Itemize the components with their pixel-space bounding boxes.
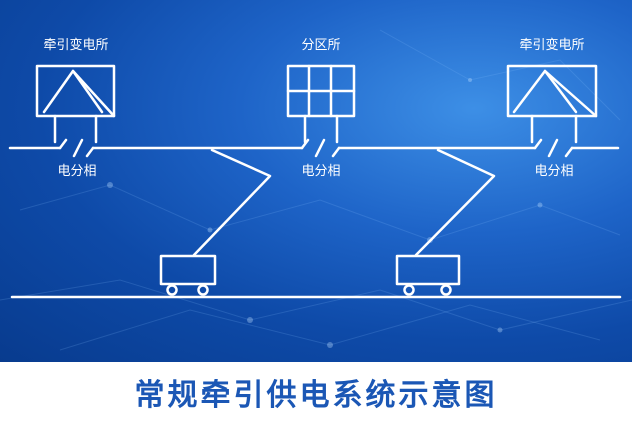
caption-bar: 常规牵引供电系统示意图 [0,362,632,421]
section-post-label: 分区所 [301,38,341,53]
section-post-symbol [286,64,356,144]
phase-break-left-label: 电分相 [57,164,97,179]
phase-break-right-symbol [533,138,574,158]
pantograph-left [192,148,272,257]
substation-right-symbol [506,64,598,144]
phase-break-right-label: 电分相 [534,164,574,179]
diagram-panel: 牵引变电所 分区所 牵引变电所 电分相 电分相 电分相 [0,0,632,362]
background-network [0,29,632,351]
train-right [395,254,461,296]
phase-break-left-symbol [58,138,95,158]
substation-left-label: 牵引变电所 [43,38,109,53]
diagram-svg [0,29,632,351]
phase-break-middle-label: 电分相 [301,164,341,179]
figure-caption: 常规牵引供电系统示意图 [134,377,498,413]
substation-right-label: 牵引变电所 [519,38,585,53]
substation-left-symbol [35,64,116,144]
train-left [159,254,217,296]
phase-break-middle-symbol [300,138,341,158]
pantograph-right [414,148,496,257]
